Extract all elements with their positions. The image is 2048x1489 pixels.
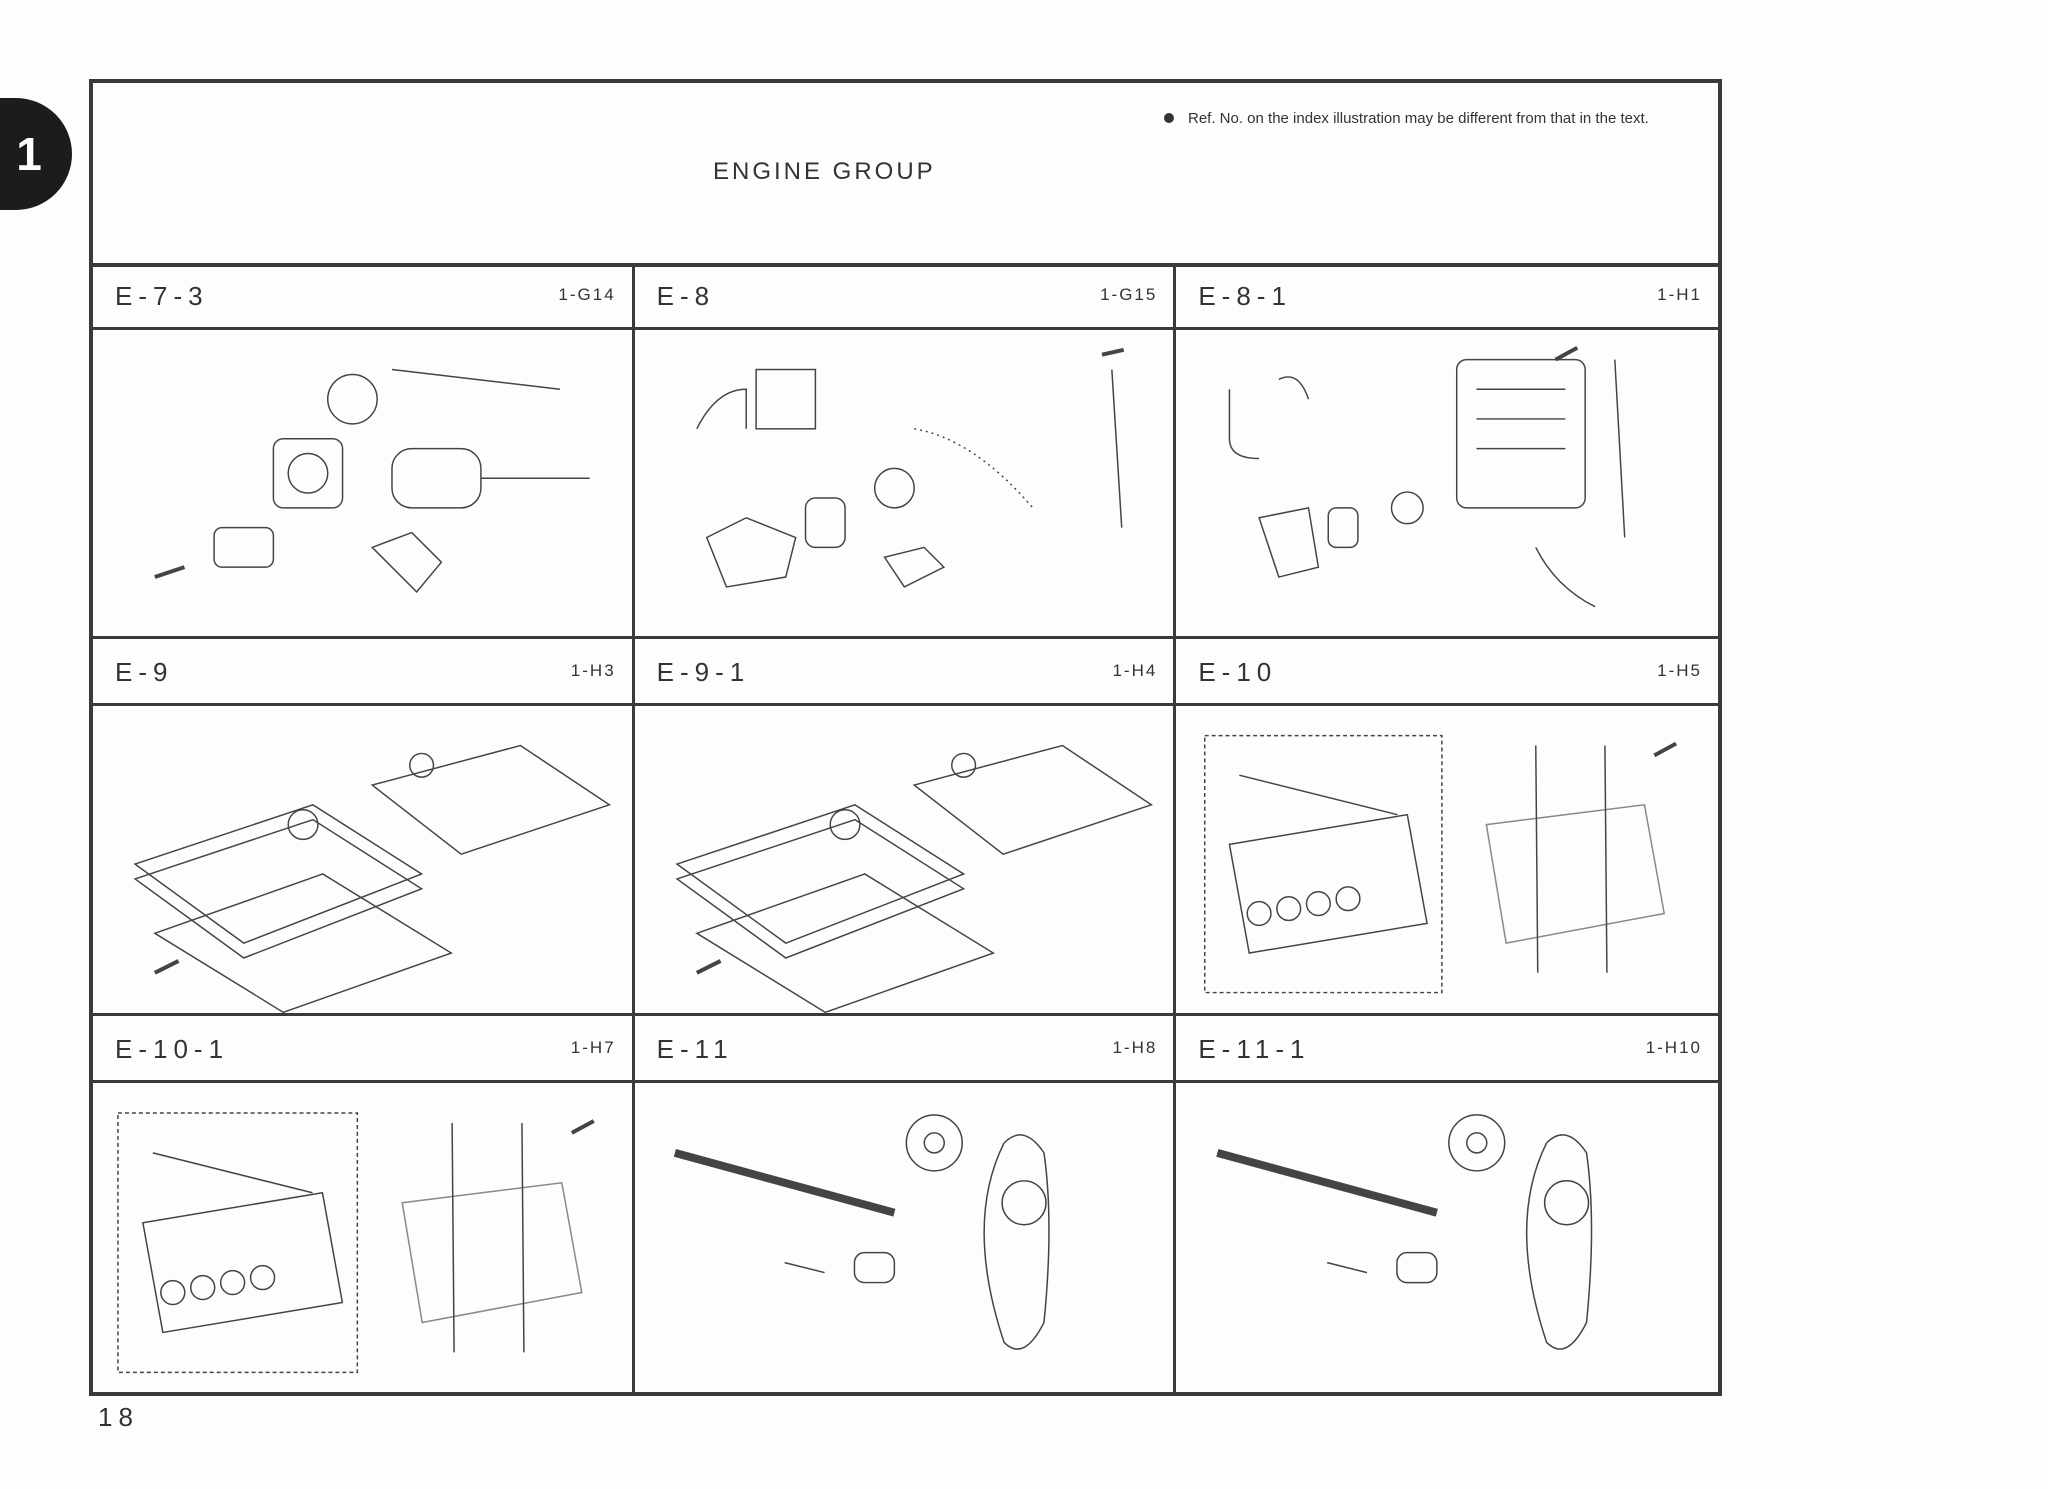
section-code: E-8 xyxy=(656,281,716,311)
index-cell-e-9[interactable]: E-9 1-H3 xyxy=(93,639,635,1016)
camshaft-illustration xyxy=(635,1083,1174,1392)
section-code: E-8-1 xyxy=(1198,281,1292,311)
page-number: 18 xyxy=(98,1402,139,1432)
oil-filter-illustration xyxy=(1176,330,1718,636)
head-cover-illustration xyxy=(635,706,1174,1013)
cylinder-head-illustration xyxy=(1176,706,1718,1012)
index-cell-e-8[interactable]: E-8 1-G15 xyxy=(634,263,1177,640)
index-frame: ENGINE GROUP Ref. No. on the index illus… xyxy=(89,79,1722,1396)
index-cell-e-8-1[interactable]: E-8-1 1-H1 xyxy=(1176,263,1718,640)
cell-header: E-11-1 1-H10 xyxy=(1176,1016,1718,1083)
cell-header: E-7-3 1-G14 xyxy=(93,263,632,330)
camshaft-drawing xyxy=(673,1113,1050,1350)
oil-pump-drawing xyxy=(695,347,1124,588)
section-code: E-10 xyxy=(1198,657,1278,688)
section-code: E-10-1 xyxy=(115,1033,230,1064)
group-header: ENGINE GROUP Ref. No. on the index illus… xyxy=(93,83,1718,267)
page-reference: 1-G15 xyxy=(1100,285,1158,304)
section-tab: 1 xyxy=(0,98,72,210)
cell-header: E-8-1 1-H1 xyxy=(1176,263,1718,330)
cell-header: E-11 1-H8 xyxy=(634,1016,1174,1083)
ref-note-text: Ref. No. on the index illustration may b… xyxy=(1188,110,1649,127)
index-cell-e-9-1[interactable]: E-9-1 1-H4 xyxy=(634,639,1177,1016)
head-cover-drawing xyxy=(675,745,1153,1013)
section-code: E-7-3 xyxy=(115,281,209,311)
cell-header: E-10 1-H5 xyxy=(1176,639,1718,707)
ref-note: Ref. No. on the index illustration may b… xyxy=(1164,110,1688,127)
section-code: E-11-1 xyxy=(1198,1033,1311,1064)
camshaft-drawing xyxy=(1216,1113,1593,1350)
cylinder-head-drawing xyxy=(117,1111,595,1373)
cell-header: E-10-1 1-H7 xyxy=(93,1016,632,1083)
camshaft-illustration xyxy=(1176,1083,1718,1392)
starter-drawing xyxy=(154,368,590,593)
index-cell-e-10-1[interactable]: E-10-1 1-H7 xyxy=(93,1015,635,1392)
group-title: ENGINE GROUP xyxy=(713,158,936,185)
index-cell-e-10[interactable]: E-10 1-H5 xyxy=(1176,639,1718,1016)
section-tab-label: 1 xyxy=(16,128,42,180)
head-cover-drawing xyxy=(133,745,612,1013)
oil-pump-illustration xyxy=(635,330,1174,636)
section-code: E-11 xyxy=(656,1033,734,1064)
page-reference: 1-G14 xyxy=(558,285,616,304)
section-code: E-9-1 xyxy=(656,657,751,688)
index-cell-e-7-3[interactable]: E-7-3 1-G14 xyxy=(93,263,635,640)
cylinder-head-drawing xyxy=(1204,735,1678,994)
starter-illustration xyxy=(93,330,632,636)
page-reference: 1-H3 xyxy=(570,661,616,681)
page-reference: 1-H7 xyxy=(570,1037,616,1057)
page-reference: 1-H10 xyxy=(1645,1037,1702,1057)
bullet-icon xyxy=(1164,113,1174,123)
head-cover-illustration xyxy=(93,706,632,1013)
oil-filter-drawing xyxy=(1229,346,1626,608)
index-cell-e-11-1[interactable]: E-11-1 1-H10 xyxy=(1176,1016,1718,1392)
page-reference: 1-H1 xyxy=(1657,285,1702,304)
page-reference: 1-H4 xyxy=(1112,661,1158,681)
page-reference: 1-H8 xyxy=(1112,1037,1158,1057)
cylinder-head-illustration xyxy=(93,1083,632,1392)
cell-header: E-8 1-G15 xyxy=(634,263,1174,330)
index-cell-e-11[interactable]: E-11 1-H8 xyxy=(634,1015,1177,1392)
cell-header: E-9 1-H3 xyxy=(93,639,632,707)
page-reference: 1-H5 xyxy=(1657,661,1702,681)
cell-header: E-9-1 1-H4 xyxy=(634,639,1174,707)
section-code: E-9 xyxy=(115,657,174,688)
